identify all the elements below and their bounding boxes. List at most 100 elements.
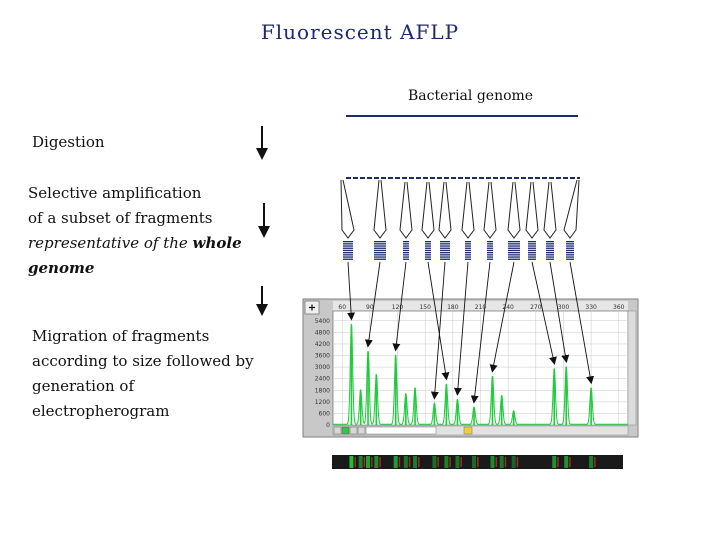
gel-band-red (379, 457, 381, 467)
fragment-copy (528, 252, 536, 254)
gel-band (403, 456, 408, 468)
x-tick-label: 150 (419, 304, 431, 311)
fragment-copy (566, 252, 574, 254)
step-arrows (256, 126, 270, 316)
mapping-arrow (489, 261, 515, 373)
fragment-copies (403, 241, 409, 260)
horizontal-scrollbar[interactable] (332, 425, 629, 436)
step-selective-line-3-prefix: representative of the (28, 234, 188, 252)
fragment-copy (425, 256, 431, 258)
step-migration-line-3: generation of (32, 377, 134, 395)
fragment-copy (528, 241, 536, 243)
toolbar-button[interactable] (357, 426, 366, 435)
fragment-copy (508, 258, 520, 260)
arrow-outline (483, 181, 497, 239)
fragment-copy (465, 258, 471, 260)
gel-band (393, 456, 398, 468)
fragment-copy (546, 247, 554, 249)
y-tick-label: 5400 (315, 318, 330, 325)
fragment-copy (425, 247, 431, 249)
fragment-copy (440, 254, 450, 256)
fragment-copy (487, 252, 493, 254)
fragment-copy (374, 247, 386, 249)
fragment-copy (528, 247, 536, 249)
fragment-copy (425, 245, 431, 247)
genome-label: Bacterial genome (408, 88, 534, 104)
fragment-copy (403, 241, 409, 243)
fragment-copy (487, 256, 493, 258)
amplification-arrow (483, 181, 497, 239)
arrow-outline (421, 181, 435, 239)
gel-band (472, 456, 477, 468)
fragment-copy (528, 245, 536, 247)
gel-band (444, 456, 449, 468)
x-tick-label: 360 (613, 304, 625, 311)
fragment-copy (403, 252, 409, 254)
x-tick-label: 240 (502, 304, 514, 311)
gel-band (455, 456, 460, 468)
amplification-arrow (543, 181, 557, 239)
gel-band-red (557, 457, 559, 467)
fragment-copy (403, 247, 409, 249)
fragment-copy (465, 249, 471, 252)
toolbar-button[interactable] (341, 426, 350, 435)
y-tick-label: 1800 (315, 387, 330, 394)
gel-band-red (354, 457, 356, 467)
fragment-copy (508, 249, 520, 252)
fragment-copy (425, 252, 431, 254)
gel-band (499, 456, 504, 468)
fragment-copy (487, 249, 493, 252)
fragment-copy (374, 241, 386, 243)
fragment-copy (374, 245, 386, 247)
gel-band-red (371, 457, 373, 467)
fragment-copy (403, 254, 409, 256)
fragment-copy (487, 243, 493, 245)
gel-band-red (477, 457, 479, 467)
mapping-arrow (549, 261, 570, 364)
fragment-copy (440, 256, 450, 258)
arrow-outline (461, 181, 475, 239)
trace-selector[interactable] (365, 426, 437, 435)
y-tick-label: 2400 (315, 376, 330, 383)
fragment-copy (403, 249, 409, 252)
x-tick-label: 210 (475, 304, 487, 311)
fragment-copy (403, 245, 409, 247)
y-tick-label: 4200 (315, 341, 330, 348)
fragment-copy (403, 258, 409, 260)
fragment-copy (425, 258, 431, 260)
toolbar-button[interactable] (333, 426, 342, 435)
fragment-copy (374, 243, 386, 245)
fragment-copy (566, 254, 574, 256)
fragment-copy (566, 243, 574, 245)
arrow-outline (438, 181, 452, 239)
gel-band-red (449, 457, 451, 467)
mapping-arrow (569, 261, 595, 385)
arrow-outline (543, 181, 557, 239)
fragment-copy (508, 252, 520, 254)
mapping-arrow (392, 261, 407, 352)
vertical-scrollbar[interactable] (627, 310, 637, 426)
step-selective-line-4: genome (28, 259, 95, 277)
x-tick-label: 90 (366, 304, 374, 311)
fragment-copy (566, 241, 574, 243)
amplification-arrow (421, 181, 435, 239)
gel-band (511, 456, 516, 468)
y-tick-label: 3600 (315, 353, 330, 360)
plot-grid (333, 311, 628, 426)
fragment-copy (465, 243, 471, 245)
scroll-thumb[interactable] (463, 426, 473, 435)
fragment-copy (343, 254, 353, 256)
y-tick-label: 1200 (315, 399, 330, 406)
toolbar-button[interactable] (349, 426, 358, 435)
fragment-copy (343, 249, 353, 252)
gel-band (349, 456, 354, 468)
arrow-outline (563, 179, 580, 239)
gel-bands (349, 456, 596, 468)
arrow-outline (525, 181, 539, 239)
gel-band (374, 456, 379, 468)
fragment-copy (566, 247, 574, 249)
gel-band-red (363, 457, 366, 467)
fragment-copy (343, 258, 353, 260)
